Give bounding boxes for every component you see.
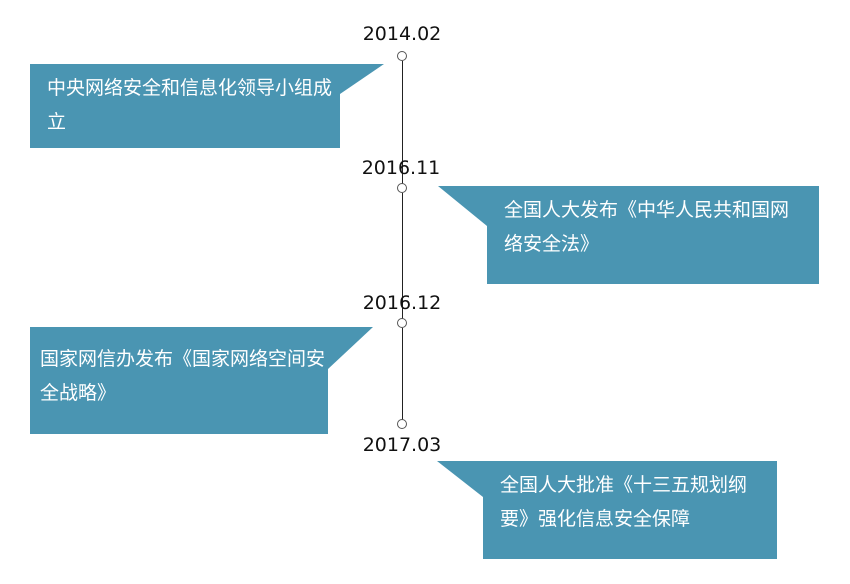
callout-shape: [438, 186, 819, 284]
timeline-event-card-3: 国家网信办发布《国家网络空间安全战略》: [30, 327, 374, 434]
timeline-connector-2: [402, 193, 403, 319]
timeline-event-text-1: 中央网络安全和信息化领导小组成立: [47, 77, 333, 133]
timeline-event-card-1: 中央网络安全和信息化领导小组成立: [30, 64, 386, 148]
timeline-event-card-2: 全国人大发布《中华人民共和国网络安全法》: [438, 186, 819, 284]
timeline-node-1: [397, 51, 407, 61]
timeline-date-1: 2014.02: [362, 23, 442, 45]
timeline-event-card-4: 全国人大批准《十三五规划纲要》强化信息安全保障: [437, 461, 777, 559]
timeline-event-text-4: 全国人大批准《十三五规划纲要》强化信息安全保障: [500, 474, 748, 530]
callout-shape: [30, 64, 384, 148]
timeline-date-4: 2017.03: [362, 434, 442, 456]
timeline-node-2: [397, 183, 407, 193]
timeline-connector-3: [402, 328, 403, 420]
timeline-date-3: 2016.12: [362, 292, 442, 314]
timeline-connector-1: [402, 61, 403, 185]
timeline-event-text-3: 国家网信办发布《国家网络空间安全战略》: [40, 348, 326, 404]
timeline-date-2: 2016.11: [361, 157, 441, 179]
timeline-node-3: [397, 318, 407, 328]
timeline-event-text-2: 全国人大发布《中华人民共和国网络安全法》: [504, 199, 790, 255]
timeline-node-4: [397, 419, 407, 429]
callout-shape: [30, 327, 373, 434]
callout-shape: [437, 461, 777, 559]
